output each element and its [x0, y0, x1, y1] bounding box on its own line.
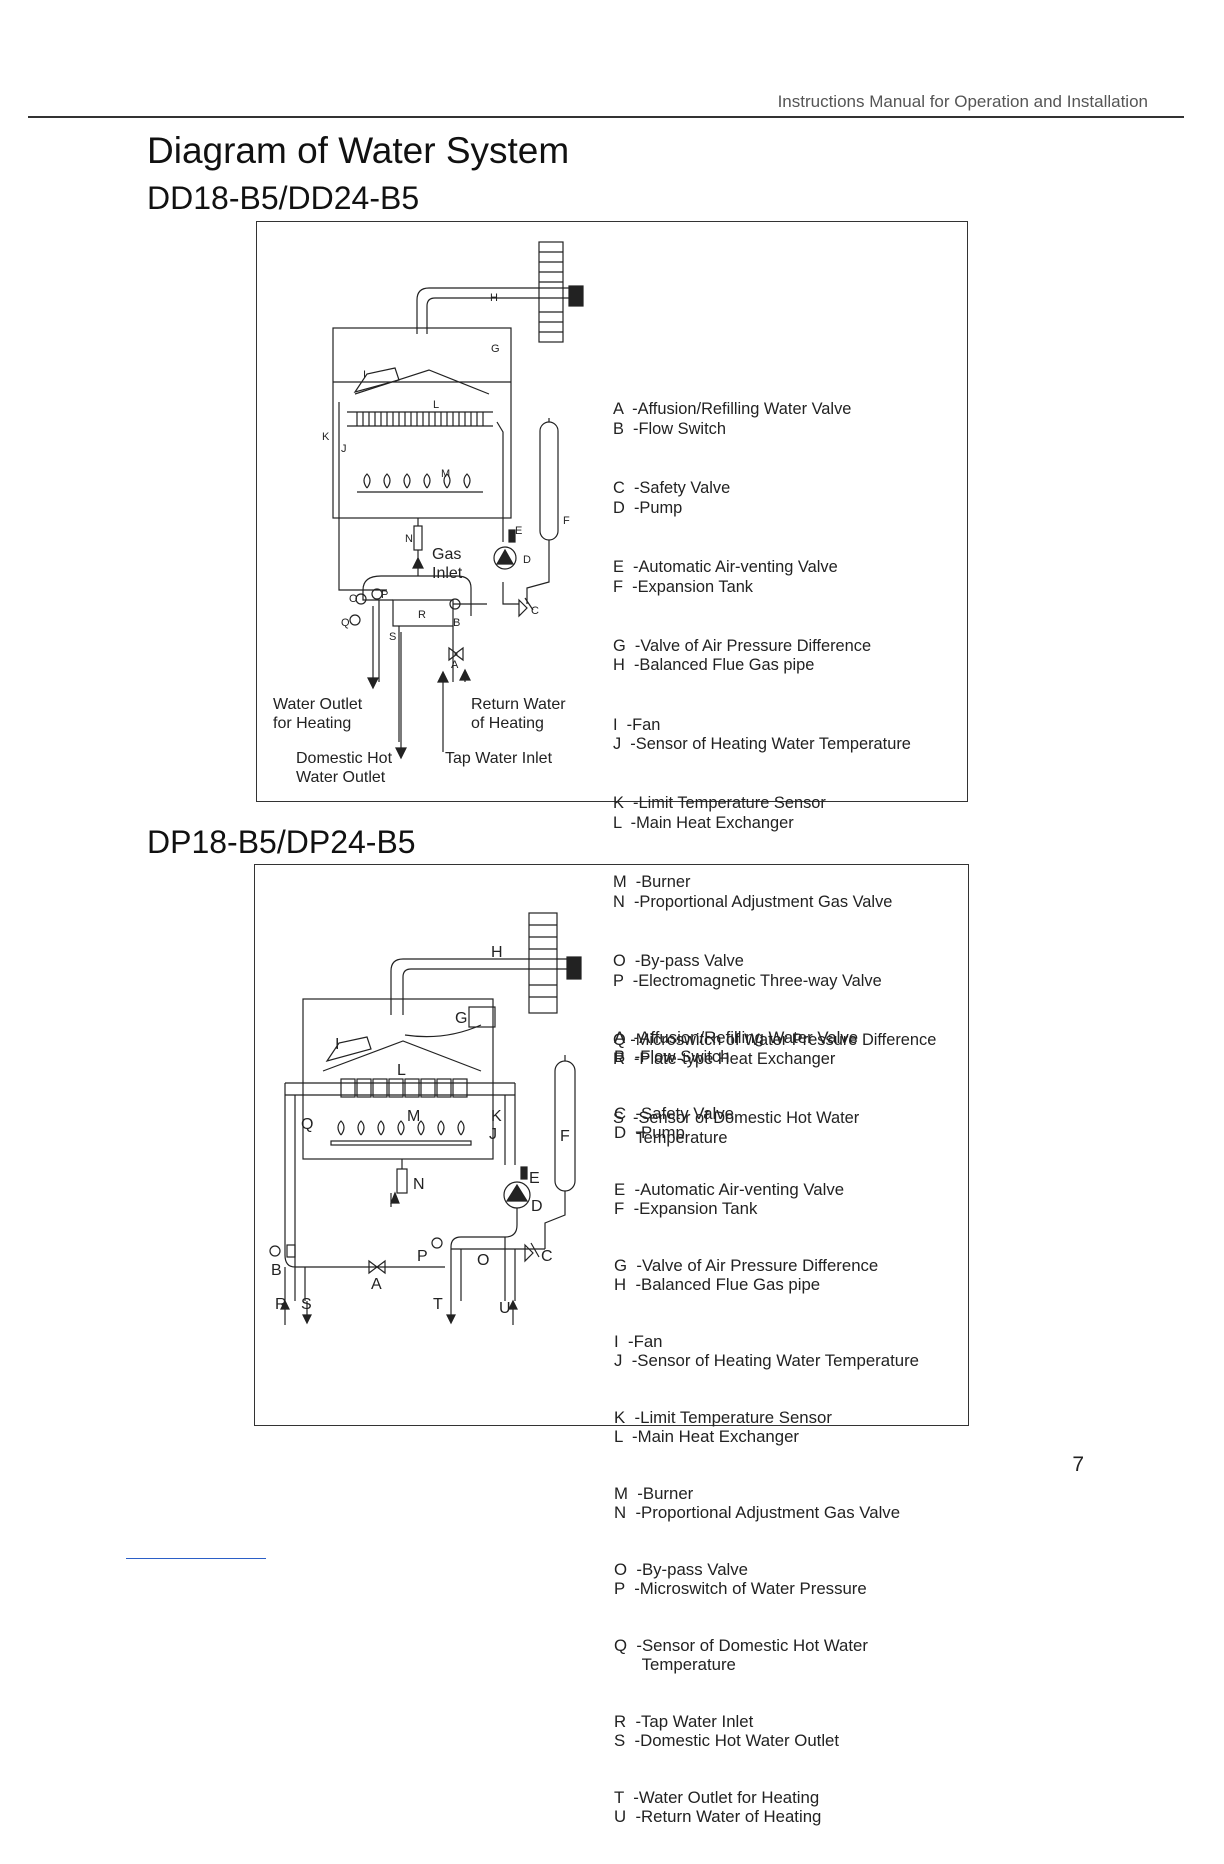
fan-icon	[353, 367, 400, 394]
bypass-valve-icon	[355, 593, 367, 605]
svg-text:S: S	[389, 631, 396, 643]
svg-text:M: M	[407, 1108, 420, 1125]
air-pressure-valve-icon	[468, 1006, 496, 1028]
page-title: Diagram of Water System	[147, 130, 570, 171]
svg-text:F: F	[560, 1128, 570, 1145]
svg-text:N: N	[405, 533, 413, 545]
svg-text:O: O	[349, 593, 358, 605]
expansion-tank-icon	[554, 1060, 576, 1192]
safety-valve-icon	[518, 597, 534, 618]
three-way-valve-icon	[371, 588, 383, 600]
svg-text:B: B	[453, 617, 460, 629]
svg-text:R: R	[275, 1296, 287, 1313]
svg-text:E: E	[529, 1170, 540, 1187]
fan-icon	[325, 1036, 372, 1063]
svg-text:T: T	[433, 1296, 443, 1313]
water-system-schematic-2: H G I L M K J Q N ED F C P O A BR S T U	[269, 912, 582, 1325]
svg-text:G: G	[491, 343, 500, 355]
burner-icon	[330, 1120, 472, 1146]
svg-text:K: K	[491, 1108, 502, 1125]
svg-text:G: G	[455, 1010, 467, 1027]
svg-text:P: P	[417, 1248, 428, 1265]
main-heat-exchanger-icon	[285, 1078, 515, 1098]
manual-header: Instructions Manual for Operation and In…	[777, 92, 1148, 111]
svg-text:L: L	[433, 399, 439, 411]
svg-text:M: M	[441, 468, 450, 480]
svg-text:I: I	[363, 369, 366, 381]
safety-valve-icon	[524, 1242, 540, 1263]
svg-text:B: B	[271, 1262, 282, 1279]
svg-text:U: U	[499, 1300, 511, 1317]
svg-text:F: F	[563, 515, 570, 527]
footnote-rule	[126, 1558, 266, 1559]
burner-icon	[357, 473, 483, 493]
svg-text:Q: Q	[341, 617, 350, 629]
tap-water-inlet-label: Tap Water Inlet	[445, 750, 553, 767]
pump-icon	[493, 546, 517, 570]
plate-heat-exchanger-icon	[392, 599, 454, 627]
expansion-tank-icon	[539, 421, 559, 541]
svg-text:E: E	[515, 525, 522, 537]
chimney-wall-icon	[528, 912, 582, 1014]
flow-switch-icon	[286, 1244, 296, 1258]
water-system-schematic-1: H G I L KJ M N E F D C O P Q R S B A	[322, 241, 584, 760]
microswitch-icon	[349, 614, 361, 626]
svg-text:N: N	[413, 1176, 425, 1193]
model-title-2: DP18-B5/DP24-B5	[147, 824, 416, 860]
svg-text:K: K	[322, 431, 330, 443]
svg-text:A: A	[371, 1276, 382, 1293]
gas-valve-icon	[413, 525, 423, 551]
svg-text:C: C	[531, 605, 539, 617]
svg-text:R: R	[418, 609, 426, 621]
svg-text:J: J	[341, 443, 347, 455]
chimney-wall-icon	[538, 241, 584, 343]
svg-text:H: H	[490, 292, 498, 304]
svg-text:O: O	[477, 1252, 489, 1269]
gas-valve-icon	[396, 1168, 408, 1194]
svg-text:L: L	[397, 1062, 406, 1079]
refilling-valve-icon	[368, 1259, 386, 1275]
svg-text:Q: Q	[301, 1116, 313, 1133]
svg-text:D: D	[523, 554, 531, 566]
svg-text:P: P	[381, 589, 388, 601]
refilling-valve-icon	[448, 646, 464, 662]
svg-text:C: C	[541, 1248, 553, 1265]
svg-text:H: H	[491, 944, 503, 961]
header-rule	[28, 116, 1184, 118]
svg-text:D: D	[531, 1198, 543, 1215]
model-title-1: DD18-B5/DD24-B5	[147, 180, 420, 216]
svg-text:S: S	[301, 1296, 312, 1313]
svg-text:I: I	[335, 1036, 339, 1053]
flow-switch-icon	[449, 598, 461, 610]
main-heat-exchanger-icon	[347, 411, 493, 427]
svg-text:A: A	[451, 659, 459, 671]
microswitch-icon	[431, 1237, 443, 1249]
page-number: 7	[1072, 1453, 1084, 1476]
svg-text:J: J	[489, 1126, 497, 1143]
